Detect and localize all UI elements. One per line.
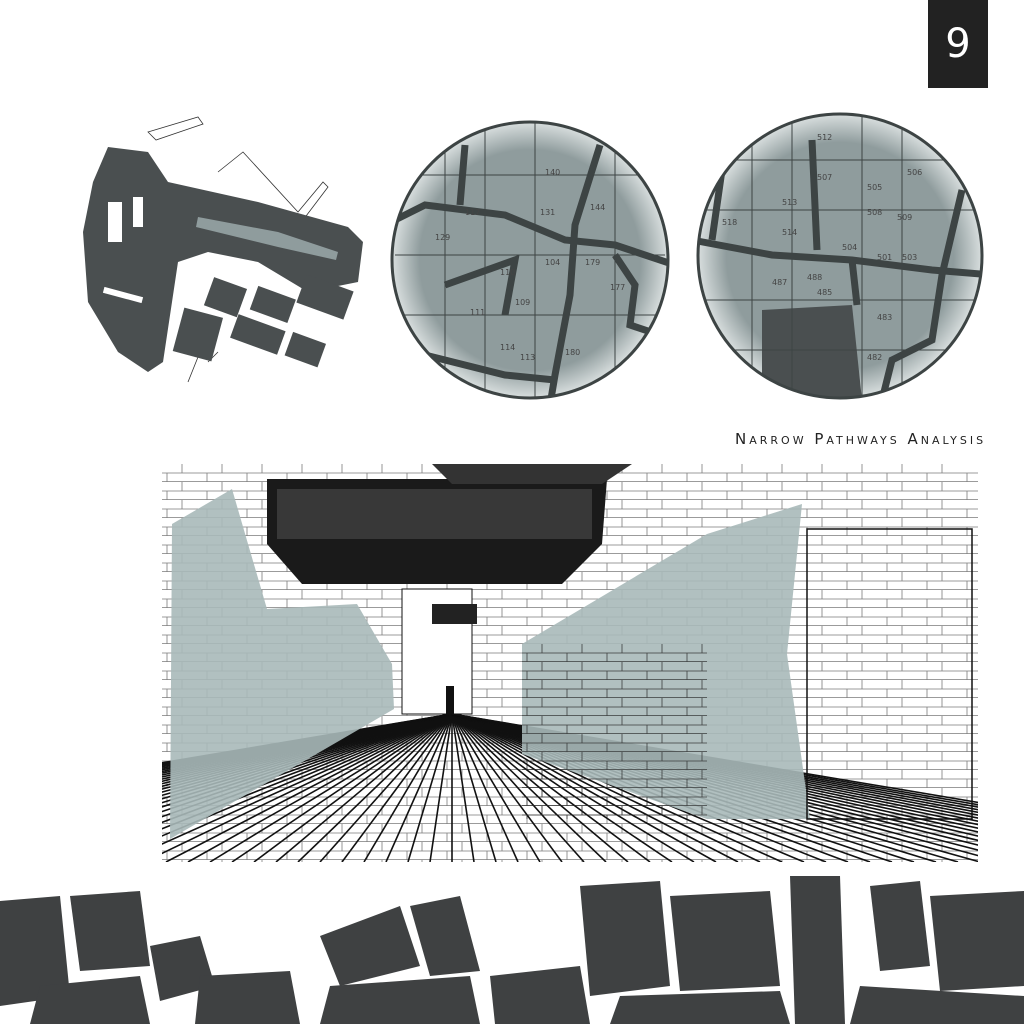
site-plan-map [83,116,363,383]
floor-line [187,713,453,862]
floor-line [341,713,453,862]
parcel-label: 177 [610,283,625,292]
parcel-label: 104 [545,258,560,267]
parcel-label: 482 [867,353,882,362]
floor-line [451,713,497,862]
floor-line [231,713,453,862]
floor-line [162,713,453,785]
parcel-label: 111 [470,308,485,317]
parcel-label: 518 [722,218,737,227]
floor-line [162,713,453,790]
floor-line [451,713,541,862]
floor-line [385,713,453,862]
floor-line [162,713,453,855]
parcel-label: 144 [590,203,605,212]
parcel-label: 483 [877,313,892,322]
parcel-label: 180 [565,348,580,357]
parcel-label: 110 [500,268,515,277]
parcel-label: 485 [817,288,832,297]
floor-line [209,713,453,862]
parcel-label: 179 [585,258,600,267]
parcel-label: 109 [515,298,530,307]
floor-line [451,713,475,862]
parcel-label: 140 [545,168,560,177]
parcel-label: 512 [817,133,832,142]
page-number: 9 [928,0,988,88]
floor-line [451,713,585,862]
floor-line [451,713,519,862]
parcel-label: 513 [782,198,797,207]
floor-line [162,713,453,837]
parcel-label: 505 [867,183,882,192]
parcel-label: 509 [897,213,912,222]
section-title: Narrow Pathways Analysis [735,430,987,448]
parcel-label: 506 [907,168,922,177]
floor-line [162,713,453,788]
floor-line [162,713,453,845]
parcel-label: 117 [465,208,480,217]
floor-line [275,713,453,862]
pathway-perspective-drawing [162,464,978,862]
floor-line [363,713,453,862]
floor-line [162,713,453,830]
floor-line [319,713,453,862]
floor-line [429,713,453,862]
parcel-label: 504 [842,243,857,252]
floor-line [162,713,453,783]
parcel-map-circle-2: 512 507 505 508 509 506 518 514 513 504 … [696,112,984,400]
parcel-label: 507 [817,173,832,182]
figure-ground-strip [0,876,1024,1024]
parcel-label: 503 [902,253,917,262]
floor-line [165,713,453,862]
parcel-label: 129 [435,233,450,242]
parcel-label: 487 [772,278,787,287]
parcel-label: 114 [500,343,515,352]
floor-line [451,713,563,862]
parcel-label: 501 [877,253,892,262]
parcel-label: 508 [867,208,882,217]
parcel-label: 488 [807,273,822,282]
floor-line [407,713,453,862]
parcel-label: 113 [520,353,535,362]
parcel-map-circle-1: 129 117 131 140 144 104 110 111 109 114 … [390,120,670,400]
person-figure [446,686,454,714]
floor-line [297,713,453,862]
parcel-label: 131 [540,208,555,217]
parcel-label: 514 [782,228,797,237]
floor-line [253,713,453,862]
